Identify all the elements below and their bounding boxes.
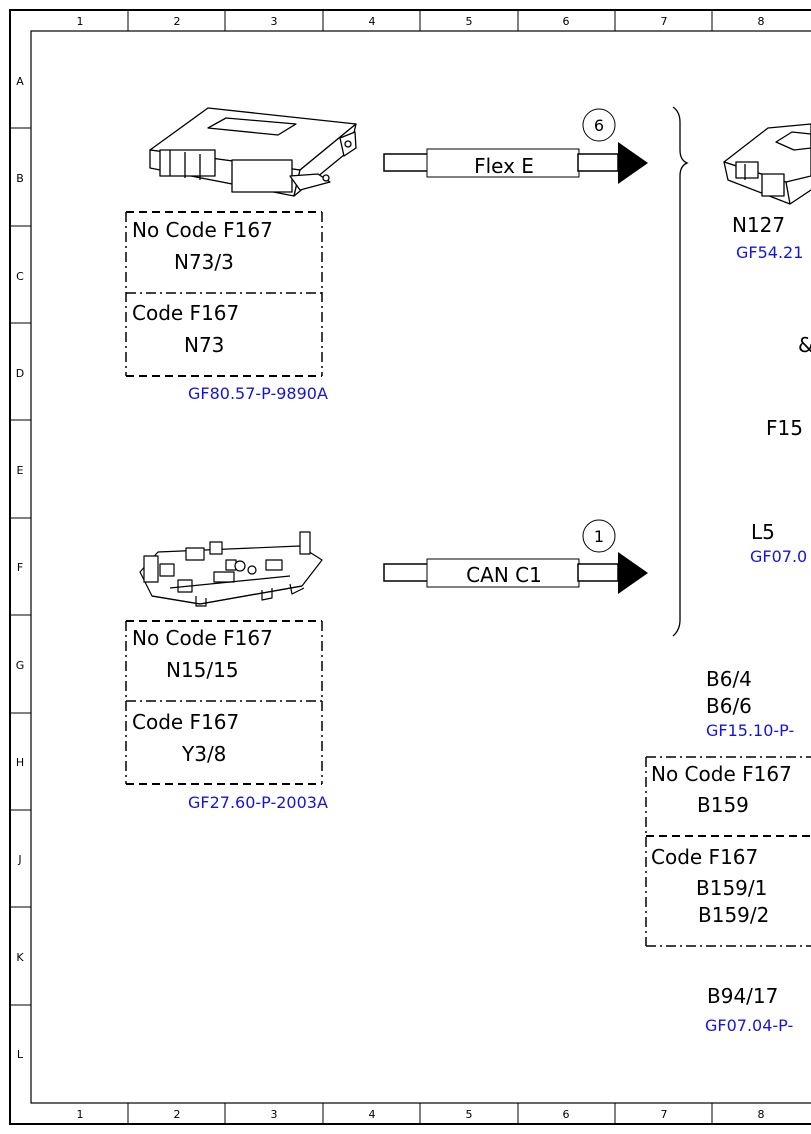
col-label-bottom-7: 7 <box>661 1108 668 1121</box>
connection-can-c1 <box>383 519 648 594</box>
top-module-ref-link[interactable]: GF80.57-P-9890A <box>188 384 328 403</box>
valve-body-n15-illustration <box>139 531 323 607</box>
control-unit-n73-illustration <box>149 107 357 197</box>
row-label-A: A <box>16 75 24 88</box>
variant-box-bottom <box>125 620 323 785</box>
connection-can-c1-number: 1 <box>594 527 604 546</box>
col-label-bottom-5: 5 <box>466 1108 473 1121</box>
b159-option-b-part-1: B159/1 <box>696 876 767 900</box>
col-label-top-4: 4 <box>369 15 376 28</box>
col-label-bottom-2: 2 <box>174 1108 181 1121</box>
connection-flex-e-label: Flex E <box>474 154 534 178</box>
col-label-bottom-3: 3 <box>271 1108 278 1121</box>
row-label-G: G <box>16 659 25 672</box>
n127-label: N127 <box>732 213 785 237</box>
control-unit-n127-illustration <box>723 123 811 205</box>
col-label-bottom-4: 4 <box>369 1108 376 1121</box>
row-label-L: L <box>17 1048 24 1061</box>
col-label-top-2: 2 <box>174 15 181 28</box>
top-option-b-part: N73 <box>184 333 224 357</box>
column-ticks <box>127 10 713 1124</box>
b94-17-label: B94/17 <box>707 984 778 1008</box>
b159-option-a-part: B159 <box>697 793 749 817</box>
variant-box-top <box>125 211 323 377</box>
connection-flex-e-number: 6 <box>594 116 604 135</box>
l5-label: L5 <box>751 520 775 544</box>
b6-ref-link[interactable]: GF15.10-P- <box>706 721 794 740</box>
n127-ref-link[interactable]: GF54.21 <box>736 243 803 262</box>
row-ticks <box>10 127 31 1006</box>
b94-ref-link[interactable]: GF07.04-P- <box>705 1016 793 1035</box>
col-label-bottom-6: 6 <box>563 1108 570 1121</box>
sheet-inner-frame <box>30 30 811 1104</box>
b6-6-label: B6/6 <box>706 694 752 718</box>
col-label-bottom-1: 1 <box>77 1108 84 1121</box>
top-option-a-part: N73/3 <box>174 250 234 274</box>
bottom-module-ref-link[interactable]: GF27.60-P-2003A <box>188 793 328 812</box>
row-label-C: C <box>16 270 24 283</box>
variant-box-b159 <box>645 756 811 947</box>
group-brace <box>672 106 689 637</box>
top-option-b-label: Code F167 <box>132 301 239 325</box>
col-label-bottom-8: 8 <box>758 1108 765 1121</box>
bottom-option-b-part: Y3/8 <box>181 742 226 766</box>
d-fragment-label: & <box>798 333 811 357</box>
col-label-top-5: 5 <box>466 15 473 28</box>
top-option-a-label: No Code F167 <box>132 218 273 242</box>
b159-option-a-label: No Code F167 <box>651 762 792 786</box>
b6-4-label: B6/4 <box>706 667 752 691</box>
b159-option-b-part-2: B159/2 <box>698 903 769 927</box>
row-label-K: K <box>16 951 24 964</box>
col-label-top-3: 3 <box>271 15 278 28</box>
row-label-B: B <box>16 172 24 185</box>
bottom-option-a-part: N15/15 <box>166 658 239 682</box>
row-label-J: J <box>17 853 21 866</box>
row-label-H: H <box>16 756 24 769</box>
b159-option-b-label: Code F167 <box>651 845 758 869</box>
connection-flex-e <box>383 108 648 184</box>
row-label-F: F <box>17 561 23 574</box>
col-label-top-8: 8 <box>758 15 765 28</box>
bottom-option-a-label: No Code F167 <box>132 626 273 650</box>
col-label-top-1: 1 <box>77 15 84 28</box>
l5-ref-link[interactable]: GF07.0 <box>750 547 807 566</box>
connection-can-c1-label: CAN C1 <box>466 563 542 587</box>
row-label-E: E <box>17 464 24 477</box>
f15-label: F15 <box>766 416 803 440</box>
row-label-D: D <box>16 367 24 380</box>
col-label-top-7: 7 <box>661 15 668 28</box>
bottom-option-b-label: Code F167 <box>132 710 239 734</box>
col-label-top-6: 6 <box>563 15 570 28</box>
